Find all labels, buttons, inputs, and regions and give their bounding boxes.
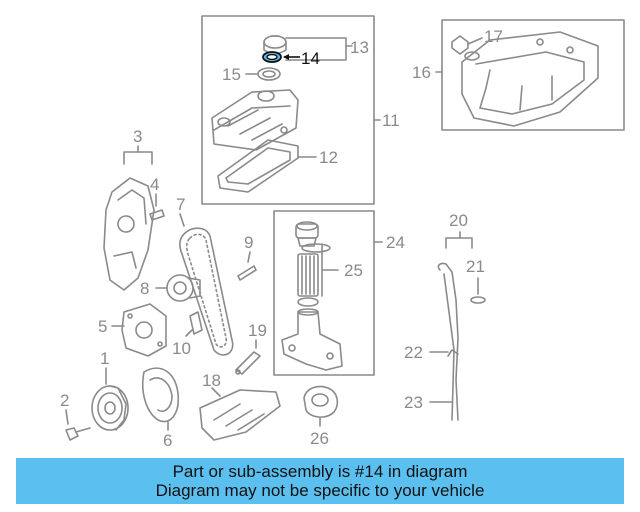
banner-line-disclaimer: Diagram may not be specific to your vehi… [155,481,485,500]
dipstick-seal [470,296,486,304]
stud [237,265,257,281]
valve-cover [211,89,299,151]
bracket [149,209,165,221]
callout-21: 21 [466,257,485,276]
oil-pump [303,385,339,418]
callout-12: 12 [319,148,338,167]
callout-14: 14 [301,49,320,68]
callout-5: 5 [98,317,107,336]
oil-filter-element [297,253,319,297]
water-pump [121,303,167,357]
part-14-seal [262,51,282,63]
dipstick [437,262,459,421]
bolt [189,311,203,335]
oil-filter-housing [281,308,343,371]
tensioner-pulley [166,274,201,302]
timing-belt-cover [103,177,155,291]
banner-line-part: Part or sub-assembly is #14 in diagram [172,462,468,481]
sensor [235,351,261,375]
callout-4: 4 [150,175,159,194]
callout-17: 17 [484,27,503,46]
callout-10: 10 [172,339,191,358]
callout-16: 16 [412,63,431,82]
oil-filter-group-box [273,210,375,376]
callout-20: 20 [449,211,468,230]
pulley-bolt [65,427,91,441]
callout-3: 3 [133,127,142,146]
callout-11: 11 [382,111,400,130]
callout-9: 9 [244,233,253,252]
oil-filler-cap [263,35,287,55]
callout-19: 19 [248,321,267,340]
callout-7: 7 [176,195,185,214]
callout-24: 24 [386,233,405,252]
cap-seal [257,67,281,81]
rear-timing-cover [142,367,180,423]
callout-25: 25 [344,261,363,280]
oil-pan-group-box [441,19,625,131]
callout-8: 8 [140,279,149,298]
oil-filter-o-ring [297,297,319,307]
callout-1: 1 [100,349,109,368]
callout-15: 15 [222,65,241,84]
callout-18: 18 [202,371,221,390]
callout-26: 26 [310,429,329,448]
crankshaft-pulley [91,385,129,431]
valve-cover-gasket [217,139,299,193]
oil-filter-seal [301,243,331,253]
oil-filter-cap [295,221,319,247]
callout-2: 2 [60,391,69,410]
info-banner: Part or sub-assembly is #14 in diagram D… [16,458,624,504]
valve-cover-group-box [201,15,375,205]
intake-cover [199,389,281,441]
callout-6: 6 [163,431,172,450]
oil-pan [461,31,599,127]
timing-belt [179,227,234,356]
callout-13: 13 [350,38,369,57]
callout-23: 23 [404,393,423,412]
drain-plug [451,35,480,61]
callout-22: 22 [404,343,423,362]
